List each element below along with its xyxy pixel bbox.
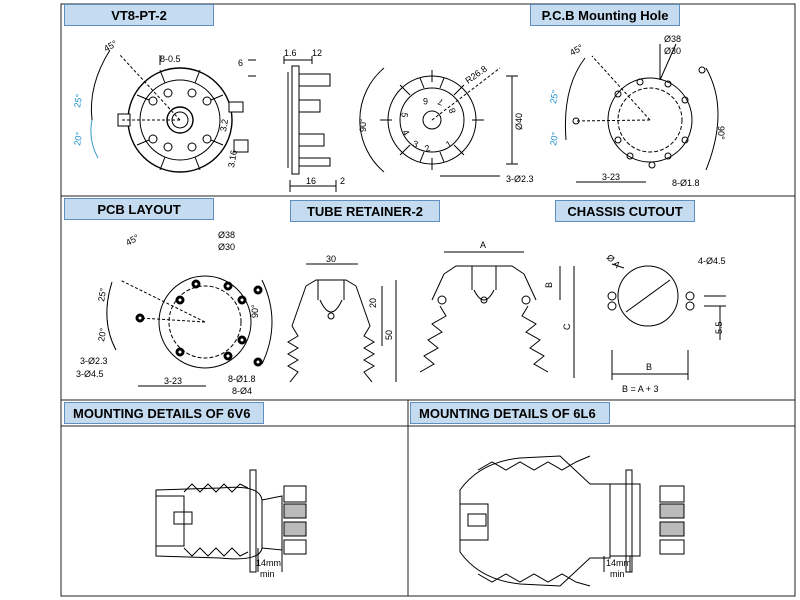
- pin-label: 4: [400, 128, 411, 137]
- label-min-len: 14mm: [606, 558, 631, 568]
- label-diameter: Ø40: [514, 113, 524, 130]
- header-pcb-hole: P.C.B Mounting Hole: [530, 4, 680, 26]
- pcb-layout-pads: [135, 279, 263, 367]
- label-angle-45: 45°: [568, 42, 585, 58]
- label-dim-a: A: [480, 240, 486, 250]
- retainer-right-labels: A B C: [480, 240, 572, 330]
- retainer-right-view: [419, 251, 575, 378]
- label-dim-12: 12: [312, 48, 322, 58]
- frame: [60, 3, 796, 597]
- pcb-layout-view: [106, 275, 273, 387]
- label-angle-20: 20°: [548, 131, 560, 147]
- header-chassis-cutout: CHASSIS CUTOUT: [555, 200, 695, 222]
- label-angle-90: 90°: [358, 118, 368, 132]
- label-angle-20: 20°: [72, 131, 84, 147]
- label-dim-6: 6: [238, 58, 243, 68]
- chassis-cutout-view: [607, 263, 726, 380]
- header-pcb-layout: PCB LAYOUT: [64, 198, 214, 220]
- vt8-bottom-view: [359, 67, 518, 177]
- label-dim-20: 20: [368, 298, 378, 308]
- label-dim-3-16: 3.16: [226, 149, 239, 168]
- mount-6l6-labels: 14mm min: [606, 558, 631, 579]
- label-min-word: min: [260, 569, 275, 579]
- label-angle-90: 90°: [250, 304, 260, 318]
- pcb-hole-labels: Ø38 Ø30 45° 25° 20° 90° 3-23 8-Ø1.8: [548, 34, 726, 188]
- vt8-side-labels: 1.6 12 16 2: [284, 48, 345, 186]
- mount-6l6-view: [459, 455, 685, 587]
- label-angle-90: 90°: [716, 126, 726, 140]
- vt8-side-view: [283, 56, 337, 192]
- label-angle-45: 45°: [102, 38, 119, 54]
- label-dim-16: 16: [306, 176, 316, 186]
- label-dia-a: Ø A: [605, 252, 623, 270]
- label-dim-3-23: 3-23: [164, 376, 182, 386]
- label-pins-18: 8-Ø1.8: [228, 374, 256, 384]
- header-mount-6v6: MOUNTING DETAILS OF 6V6: [64, 402, 264, 424]
- pcb-layout-labels: Ø38 Ø30 45° 25° 20° 90° 3-Ø2.3 3-Ø4.5 3-…: [76, 230, 260, 396]
- pin-label: 7: [437, 96, 445, 107]
- label-dim-5-5: 5.5: [714, 321, 724, 334]
- mount-6v6-view: [155, 469, 307, 573]
- pin-label: 1: [444, 139, 453, 150]
- header-mount-6l6: MOUNTING DETAILS OF 6L6: [410, 402, 610, 424]
- label-dim-3-23: 3-23: [602, 172, 620, 182]
- label-holes: 3-Ø2.3: [506, 174, 534, 184]
- label-dim-30: 30: [326, 254, 336, 264]
- retainer-left-labels: 30 20 50: [326, 254, 394, 340]
- label-dim-c: C: [562, 323, 572, 330]
- label-d38: Ø38: [664, 34, 681, 44]
- label-dim-50: 50: [384, 330, 394, 340]
- retainer-left-view: [287, 263, 397, 383]
- label-holes-23: 3-Ø2.3: [80, 356, 108, 366]
- label-min-len: 14mm: [256, 558, 281, 568]
- label-d38: Ø38: [218, 230, 235, 240]
- label-dim-2: 2: [340, 176, 345, 186]
- label-angle-20: 20°: [96, 327, 108, 343]
- label-lug: 8-0.5: [160, 54, 181, 64]
- label-dim-3-2: 3.2: [218, 118, 230, 132]
- label-dim-b: B: [646, 362, 652, 372]
- label-dim-1-6: 1.6: [284, 48, 297, 58]
- label-radius: R26.8: [463, 64, 488, 86]
- pin-label: 2: [423, 143, 431, 154]
- label-pins-d: 8-Ø1.8: [672, 178, 700, 188]
- pcb-hole-view: [564, 43, 719, 183]
- header-tube-retainer: TUBE RETAINER-2: [290, 200, 440, 222]
- label-d30: Ø30: [664, 46, 681, 56]
- pin-label: 3: [411, 138, 419, 149]
- label-angle-25: 25°: [548, 89, 560, 105]
- vt8-top-labels: 45° 25° 20° 8-0.5 6 3.2 3.16: [72, 38, 243, 168]
- vt8-bottom-labels: 1 2 3 4 5 6 7 8 R26.8 90° Ø40 3-Ø2.3: [358, 64, 534, 184]
- label-d30: Ø30: [218, 242, 235, 252]
- label-angle-45: 45°: [124, 232, 141, 248]
- label-holes: 4-Ø4.5: [698, 256, 726, 266]
- label-dim-b: B: [544, 282, 554, 288]
- chassis-cutout-labels: Ø A 4-Ø4.5 5.5 B B = A + 3: [605, 252, 726, 394]
- label-holes-45: 3-Ø4.5: [76, 369, 104, 379]
- header-vt8: VT8-PT-2: [64, 4, 214, 26]
- vt8-top-view: [90, 49, 256, 173]
- pin-label: 5: [399, 112, 410, 119]
- label-angle-25: 25°: [72, 93, 84, 109]
- label-min-word: min: [610, 569, 625, 579]
- label-pins-4: 8-Ø4: [232, 386, 252, 396]
- pin-label: 6: [423, 96, 428, 106]
- label-angle-25: 25°: [96, 287, 108, 303]
- pin-label: 8: [447, 107, 458, 115]
- label-formula: B = A + 3: [622, 384, 659, 394]
- mount-6v6-labels: 14mm min: [256, 558, 281, 579]
